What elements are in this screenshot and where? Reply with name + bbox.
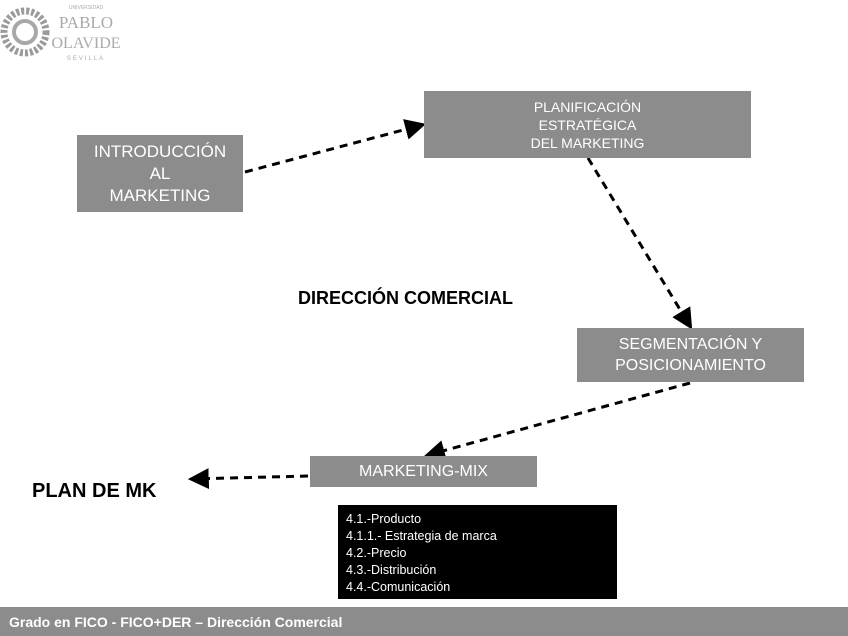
arrow-plan-to-seg: [586, 157, 693, 330]
list-item: 4.2.-Precio: [346, 546, 407, 560]
list-item: 4.1.1.- Estrategia de marca: [346, 529, 497, 543]
box-introduccion-marketing: INTRODUCCIÓN AL MARKETING: [77, 135, 243, 212]
logo-text-pablo: PABLO: [59, 13, 113, 32]
list-item: 4.1.-Producto: [346, 512, 422, 526]
logo-text-olavide: OLAVIDE: [51, 35, 120, 52]
logo-emblem: [0, 7, 50, 57]
logo-text-city: SEVILLA: [67, 56, 105, 62]
footer-bar: Grado en FICO - FICO+DER – Dirección Com…: [0, 607, 848, 636]
arrow-mix-to-plan-mk: [187, 468, 309, 490]
center-title: DIRECCIÓN COMERCIAL: [298, 288, 513, 308]
arrow-seg-to-mix: [423, 381, 691, 461]
arrow-intro-to-plan: [244, 119, 427, 174]
footer-text: Grado en FICO - FICO+DER – Dirección Com…: [9, 614, 343, 630]
list-item: 4.3.-Distribución: [346, 563, 437, 577]
box-segmentacion-posicionamiento: SEGMENTACIÓN Y POSICIONAMIENTO: [577, 328, 804, 382]
plan-de-mk-label: PLAN DE MK: [32, 480, 157, 502]
box-planificacion-estrategica: PLANIFICACIÓN ESTRATÉGICA DEL MARKETING: [424, 91, 751, 158]
list-item: 4.4.-Comunicación: [346, 580, 451, 594]
logo-text-top: UNIVERSIDAD: [69, 5, 104, 11]
marketing-mix-content-list: 4.1.-Producto 4.1.1.- Estrategia de marc…: [338, 505, 617, 599]
box-marketing-mix: MARKETING-MIX: [310, 456, 537, 487]
university-logo: UNIVERSIDAD PABLO OLAVIDE SEVILLA: [0, 0, 124, 64]
